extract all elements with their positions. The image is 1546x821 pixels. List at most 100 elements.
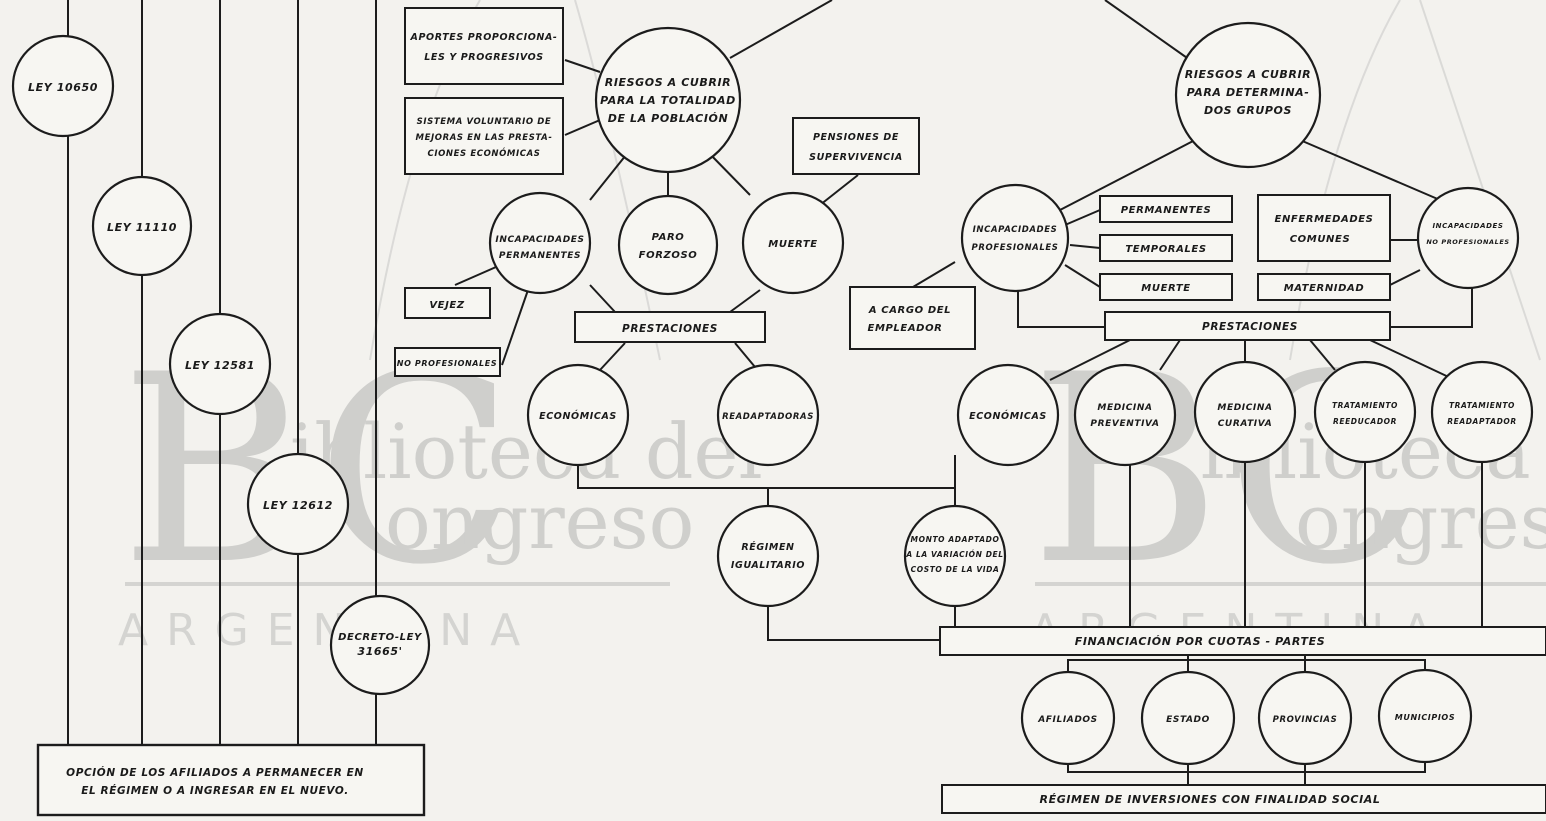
option-box-line1: OPCIÓN DE LOS AFILIADOS A PERMANECER EN (66, 766, 364, 779)
ley-12612-label: LEY 12612 (263, 499, 333, 512)
incapacidades-profesionales-node (960, 183, 1070, 293)
vejez-box (404, 287, 491, 319)
muerte-right-box (1099, 273, 1233, 301)
monto-line3: COSTO DE LA VIDA (911, 565, 1000, 574)
enfermedades-line1: ENFERMEDADES (1275, 214, 1374, 225)
readaptadoras-label: READAPTADORAS (722, 412, 814, 422)
muerte-right-label: MUERTE (1141, 283, 1190, 294)
ley-11110-label: LEY 11110 (107, 221, 177, 234)
muerte-left-label: MUERTE (768, 239, 817, 250)
regimen-line1: RÉGIMEN (741, 541, 794, 553)
prestaciones-right-label: PRESTACIONES (1202, 321, 1298, 333)
riesgos-grupos-node (1174, 21, 1322, 169)
incapacidades-no-profesionales-node (1416, 186, 1520, 290)
financiacion-label: FINANCIACIÓN POR CUOTAS - PARTES (1075, 635, 1325, 648)
trat-read-line2: READAPTADOR (1447, 417, 1517, 426)
temporales-label: TEMPORALES (1125, 244, 1206, 255)
ley-10650-node (11, 34, 115, 138)
regimen-igualitario-node (716, 504, 820, 608)
a-cargo-line1: A CARGO DEL (868, 305, 951, 316)
sistema-line1: SISTEMA VOLUNTARIO DE (417, 117, 552, 127)
watermark-line1-left: iblioteca del (290, 407, 763, 496)
estado-node (1140, 670, 1236, 766)
med-cur-line2: CURATIVA (1218, 419, 1273, 429)
no-profesionales-label: NO PROFESIONALES (397, 359, 497, 368)
paro-line2: FORZOSO (639, 250, 698, 261)
inversiones-label: RÉGIMEN DE INVERSIONES CON FINALIDAD SOC… (1040, 793, 1381, 806)
medicina-curativa-node (1193, 360, 1297, 464)
incap-prof-line2: PROFESIONALES (972, 243, 1059, 253)
provincias-node (1257, 670, 1353, 766)
ley-10650-label: LEY 10650 (28, 81, 98, 94)
medicina-preventiva-node (1073, 363, 1177, 467)
monto-line1: MONTO ADAPTADO (911, 535, 1000, 544)
prestaciones-left-label: PRESTACIONES (622, 323, 718, 335)
riesgos-left-line2: PARA LA TOTALIDAD (600, 94, 736, 107)
inversiones-box (941, 784, 1546, 814)
maternidad-box (1257, 273, 1391, 301)
option-box-line2: EL RÉGIMEN O A INGRESAR EN EL NUEVO. (81, 784, 349, 797)
economicas-left-label: ECONÓMICAS (539, 410, 617, 422)
monto-adaptado-node (903, 504, 1007, 608)
incap-left-line1: INCAPACIDADES (495, 235, 584, 245)
ley-12581-node (168, 312, 272, 416)
economicas-right-node (956, 363, 1060, 467)
incapacidades-permanentes-node (488, 191, 592, 295)
maternidad-label: MATERNIDAD (1284, 283, 1365, 294)
paro-line1: PARO (652, 232, 685, 243)
temporales-box (1099, 234, 1233, 262)
sistema-voluntario-box (404, 97, 564, 175)
tratamiento-reeducador-node (1313, 360, 1417, 464)
aportes-box (404, 7, 564, 85)
incap-noprof-line1: INCAPACIDADES (1432, 222, 1503, 230)
riesgos-left-line3: DE LA POBLACIÓN (608, 112, 729, 125)
ley-12581-label: LEY 12581 (185, 359, 255, 372)
readaptadoras-node (716, 363, 820, 467)
municipios-label: MUNICIPIOS (1395, 713, 1455, 722)
trat-read-line1: TRATAMIENTO (1449, 401, 1515, 410)
incap-prof-line1: INCAPACIDADES (973, 225, 1058, 235)
med-prev-line2: PREVENTIVA (1090, 419, 1159, 429)
watermark-line2-left: ongreso (385, 477, 694, 566)
permanentes-label: PERMANENTES (1121, 205, 1212, 216)
afiliados-node (1020, 670, 1116, 766)
provincias-label: PROVINCIAS (1273, 715, 1338, 725)
trat-reed-line1: TRATAMIENTO (1332, 401, 1398, 410)
watermark-country-left: A R G E N T I N A (118, 605, 522, 656)
financiacion-box (939, 626, 1546, 656)
decreto-ley-label-line1: DECRETO-LEY (338, 632, 423, 643)
riesgos-right-line3: DOS GRUPOS (1204, 104, 1292, 117)
watermark-line2-right: ongreso (1295, 477, 1546, 566)
economicas-right-label: ECONÓMICAS (969, 410, 1047, 422)
ley-11110-node (91, 175, 193, 277)
pensiones-line1: PENSIONES DE (813, 132, 899, 143)
option-box (36, 743, 426, 817)
trat-reed-line2: REEDUCADOR (1333, 417, 1397, 426)
vejez-label: VEJEZ (429, 300, 465, 311)
sistema-line3: CIONES ECONÓMICAS (428, 147, 541, 159)
prestaciones-left-box (574, 311, 766, 343)
a-cargo-line2: EMPLEADOR (868, 323, 943, 334)
med-prev-line1: MEDICINA (1097, 403, 1152, 413)
sistema-line2: MEJORAS EN LAS PRESTA- (416, 133, 553, 143)
med-cur-line1: MEDICINA (1217, 403, 1272, 413)
monto-line2: A LA VARIACIÓN DEL (905, 550, 1003, 559)
decreto-ley-node (329, 594, 431, 696)
aportes-line1: APORTES PROPORCIONA- (410, 32, 558, 43)
muerte-left-node (741, 191, 845, 295)
ley-12612-node (246, 452, 350, 556)
decreto-ley-label-line2: 31665' (357, 645, 402, 658)
municipios-node (1377, 668, 1473, 764)
aportes-line2: LES Y PROGRESIVOS (424, 52, 544, 63)
riesgos-right-line2: PARA DETERMINA- (1187, 86, 1310, 99)
pensiones-line2: SUPERVIVENCIA (809, 152, 903, 163)
afiliados-label: AFILIADOS (1037, 715, 1098, 725)
regimen-line2: IGUALITARIO (731, 560, 805, 571)
enfermedades-comunes-box (1257, 194, 1391, 262)
enfermedades-line2: COMUNES (1290, 234, 1351, 245)
incap-left-line2: PERMANENTES (499, 251, 581, 261)
prestaciones-right-box (1104, 311, 1391, 341)
paro-forzoso-node (617, 194, 719, 296)
